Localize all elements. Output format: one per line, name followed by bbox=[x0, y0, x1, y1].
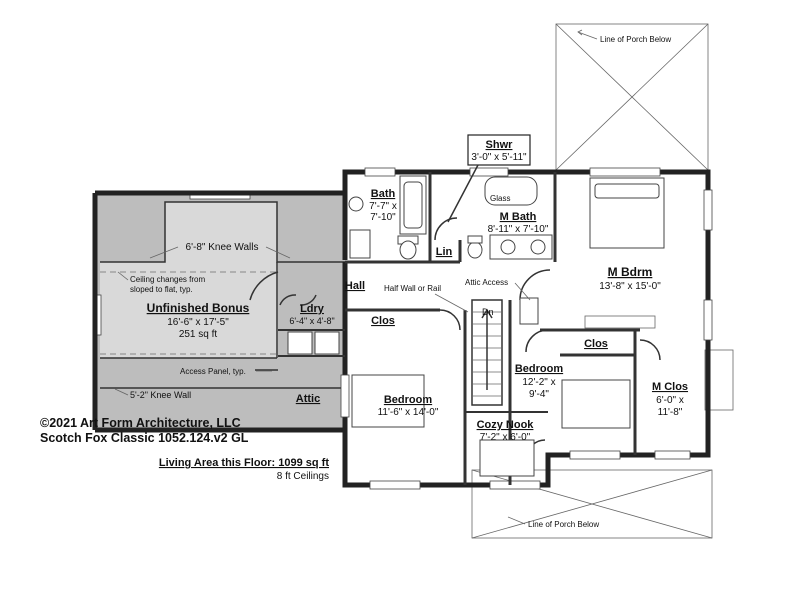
title-block: ©2021 Art Form Architecture, LLC Scotch … bbox=[40, 416, 329, 482]
mbdrm-name: M Bdrm bbox=[608, 265, 653, 279]
clos2-label: Clos bbox=[584, 338, 608, 350]
bonus-dims: 16'-6" x 17'-5" bbox=[167, 317, 229, 328]
porch-top-outline bbox=[555, 23, 709, 171]
mclos-dim1: 6'-0" x bbox=[656, 395, 684, 406]
porch-bottom-note: Line of Porch Below bbox=[528, 520, 599, 529]
shwr-name: Shwr bbox=[486, 139, 514, 151]
ceilings-text: 8 ft Ceilings bbox=[277, 471, 329, 482]
bedroom1-name: Bedroom bbox=[384, 394, 433, 406]
half-wall-note: Half Wall or Rail bbox=[384, 284, 441, 293]
mbath-dims: 8'-11" x 7'-10" bbox=[488, 224, 549, 235]
bedroom2-dim1: 12'-2" x bbox=[522, 377, 555, 388]
shwr-dims: 3'-0" x 5'-11" bbox=[471, 152, 527, 163]
ceiling-note-2: sloped to flat, typ. bbox=[130, 285, 193, 294]
notes: Line of Porch Below Line of Porch Below … bbox=[114, 29, 671, 529]
bath-dim1: 7'-7" x bbox=[369, 201, 397, 212]
bath-dim2: 7'-10" bbox=[370, 212, 396, 223]
plan-name-text: Scotch Fox Classic 1052.124.v2 GL bbox=[40, 431, 249, 445]
doors bbox=[279, 217, 661, 459]
windows bbox=[340, 167, 713, 490]
ldry-name: Ldry bbox=[300, 303, 325, 315]
porch-top-note: Line of Porch Below bbox=[600, 35, 671, 44]
bedroom2-name: Bedroom bbox=[515, 363, 564, 375]
bedroom2-dim2: 9'-4" bbox=[529, 389, 549, 400]
hall-label: Hall bbox=[345, 280, 365, 292]
bonus-area: 251 sq ft bbox=[179, 329, 218, 340]
mbath-name: M Bath bbox=[500, 211, 537, 223]
dn-label: Dn bbox=[482, 307, 494, 317]
attic-access-note: Attic Access bbox=[465, 278, 508, 287]
knee-wall-note: 5'-2" Knee Wall bbox=[130, 390, 191, 400]
living-area-text: Living Area this Floor: 1099 sq ft bbox=[159, 457, 329, 469]
bump-out-outline bbox=[704, 349, 734, 411]
bath-name: Bath bbox=[371, 188, 396, 200]
copyright-text: ©2021 Art Form Architecture, LLC bbox=[40, 416, 241, 430]
bonus-name: Unfinished Bonus bbox=[147, 301, 250, 315]
ceiling-note-1: Ceiling changes from bbox=[130, 275, 205, 284]
mbdrm-dims: 13'-8" x 15'-0" bbox=[599, 281, 661, 292]
attic-shading bbox=[95, 193, 345, 430]
cozy-name: Cozy Nook bbox=[477, 419, 535, 431]
ldry-dims: 6'-4" x 4'-8" bbox=[289, 316, 334, 326]
mclos-dim2: 11'-8" bbox=[658, 407, 683, 418]
access-panel-note: Access Panel, typ. bbox=[180, 367, 246, 376]
knee-walls-note: 6'-8" Knee Walls bbox=[186, 242, 259, 253]
shower-callout: Shwr 3'-0" x 5'-11" bbox=[447, 134, 531, 223]
glass-label: Glass bbox=[490, 194, 510, 203]
fixtures bbox=[287, 175, 665, 477]
lin-label: Lin bbox=[436, 246, 453, 258]
clos1-label: Clos bbox=[371, 315, 395, 327]
bedroom1-dims: 11'-6" x 14'-0" bbox=[378, 407, 439, 418]
mclos-name: M Clos bbox=[652, 381, 688, 393]
stairs bbox=[471, 299, 503, 406]
cozy-dims: 7'-2" x 6'-0" bbox=[480, 432, 531, 443]
attic-label: Attic bbox=[296, 393, 320, 405]
